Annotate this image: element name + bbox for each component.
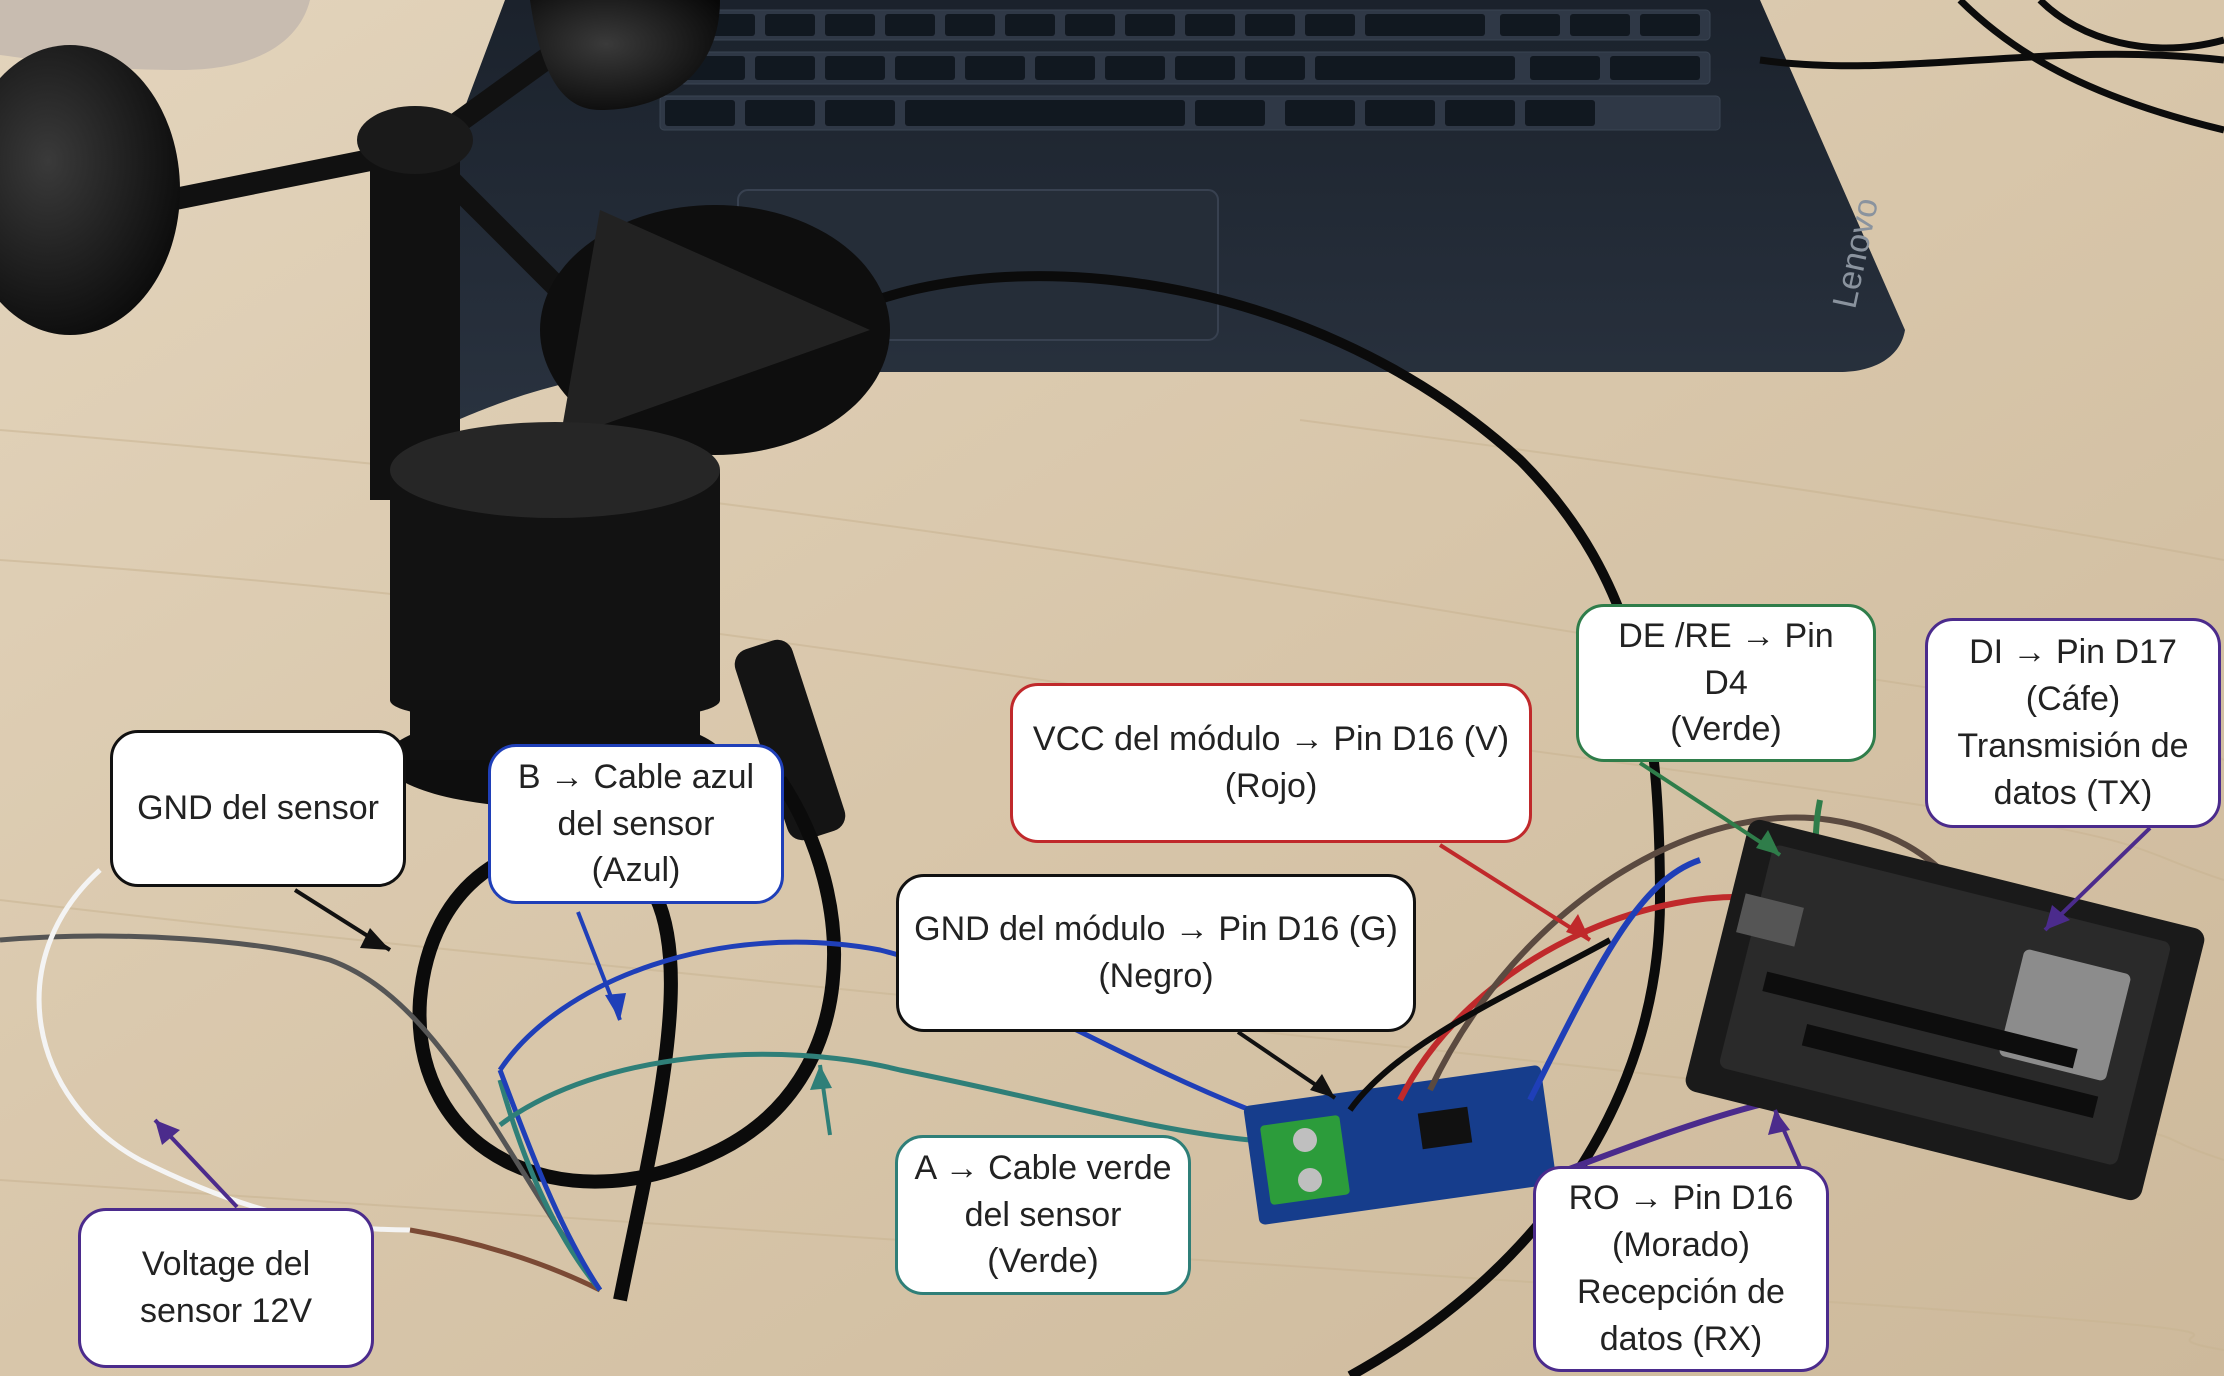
callout-line: del sensor [557,804,715,843]
rs485-wires [497,939,1251,1143]
callout-line: (Morado) [1612,1226,1750,1265]
callout-line: datos (RX) [1599,1319,1763,1358]
callout-line: GND del módulo → Pin D16 (G) [914,910,1398,949]
callout-line: DE /RE → Pin D4 [1618,616,1834,702]
callout-line: (Rojo) [1224,767,1318,805]
callout-line: (Verde) [987,1242,1099,1281]
rs485-module [1243,1065,1557,1225]
callout-gnd-sensor: GND del sensor [110,730,406,887]
callout-line: (Verde) [1670,710,1782,749]
callout-ro: RO → Pin D16 (Morado) Recepción de datos… [1533,1166,1829,1372]
usb-cables [1759,0,2224,134]
callout-line: datos (TX) [1993,773,2153,812]
callout-line: Transmisión de [1957,727,2189,765]
callout-gnd-modulo: GND del módulo → Pin D16 (G) (Negro) [896,874,1416,1032]
callout-line: (Azul) [591,851,681,890]
callout-line: GND del sensor [137,789,379,828]
arrow-heads [155,830,2070,1145]
callout-line: VCC del módulo → Pin D16 (V) [1032,720,1510,759]
callout-line: B → Cable azul [517,757,755,796]
callout-line: (Negro) [1098,957,1214,995]
callout-line: (Cáfe) [2025,680,2121,719]
callout-line: Voltage del [141,1245,311,1284]
sensor-cable [412,776,841,1302]
callout-line: sensor 12V [140,1292,312,1330]
callout-vcc: VCC del módulo → Pin D16 (V) (Rojo) [1010,683,1532,843]
callout-b-cable: B → Cable azul del sensor (Azul) [488,744,784,904]
callout-line: RO → Pin D16 [1568,1179,1794,1218]
callout-line: del sensor [964,1195,1122,1234]
esp32-board [1685,819,2205,1201]
anemometer-sensor [0,0,890,841]
callout-line: A → Cable verde [914,1148,1172,1187]
keyboard-keys [665,14,1700,126]
callout-de-re: DE /RE → Pin D4 (Verde) [1576,604,1876,762]
callout-a-cable: A → Cable verde del sensor (Verde) [895,1135,1191,1295]
callout-line: Recepción de [1577,1273,1785,1311]
callout-line: DI → Pin D17 [1969,633,2177,672]
callout-voltage: Voltage del sensor 12V [78,1208,374,1368]
callout-di: DI → Pin D17 (Cáfe) Transmisión de datos… [1925,618,2221,828]
